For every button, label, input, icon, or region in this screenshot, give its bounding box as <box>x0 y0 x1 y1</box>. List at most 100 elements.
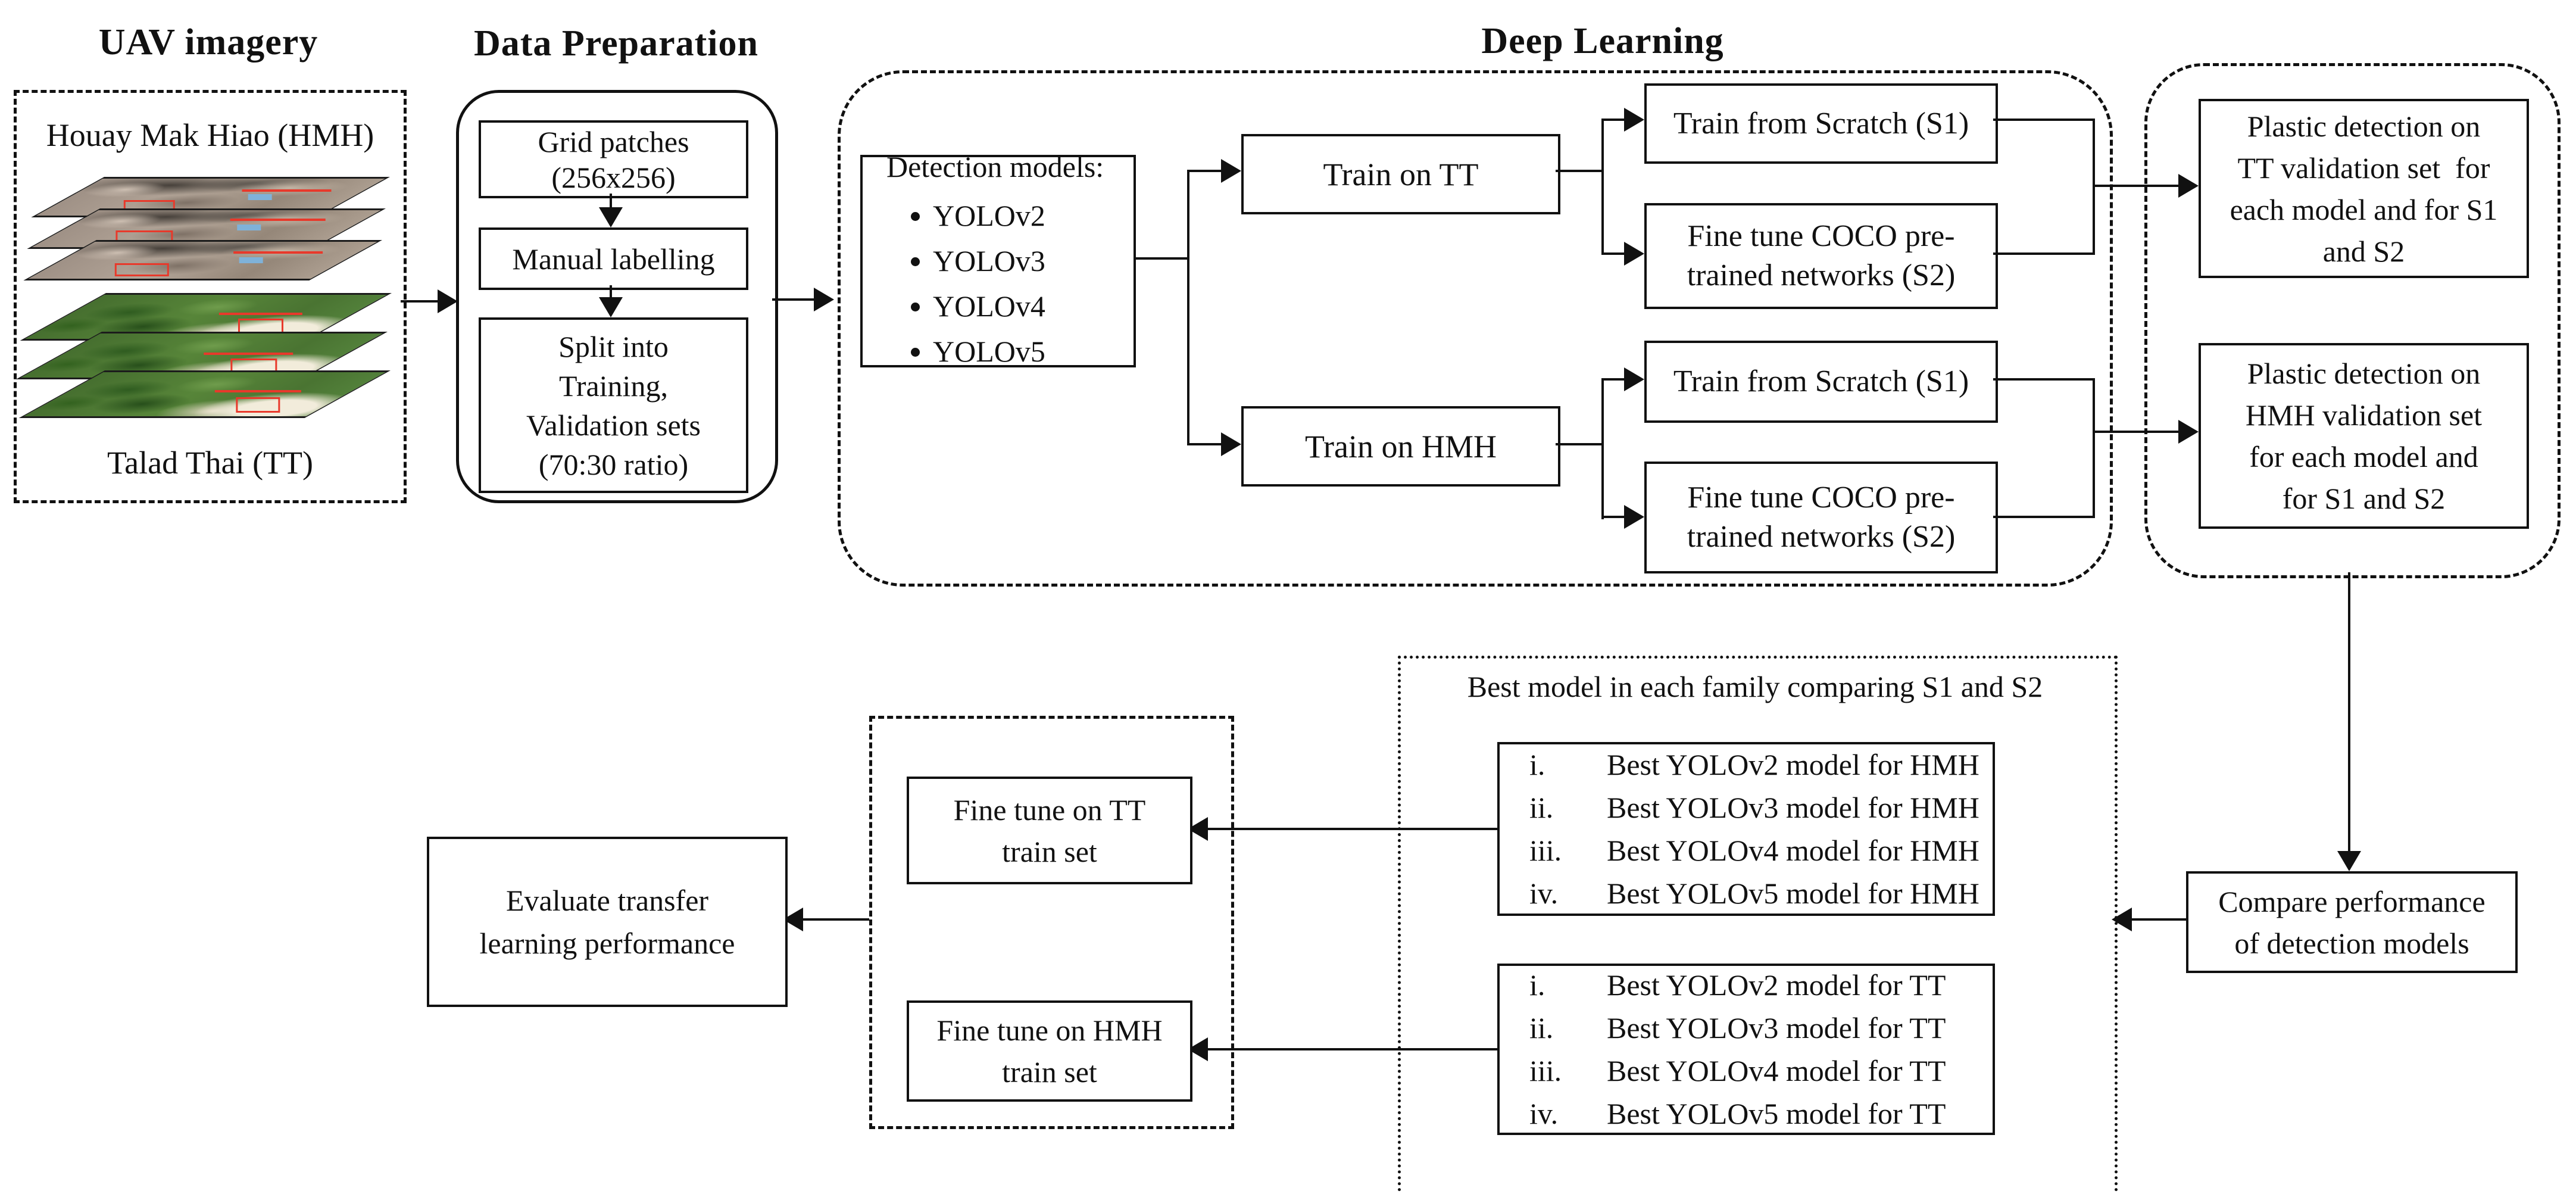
fine-tune-group-box <box>869 716 1234 1129</box>
finetune-coco-s2-hmh-box: Fine tune COCO pre- trained networks (S2… <box>1644 462 1998 573</box>
list-item: iii. Best YOLOv4 model for TT <box>1529 1049 1993 1092</box>
arrowhead-down-icon <box>599 297 623 317</box>
list-label: Best YOLOv5 model for TT <box>1607 1097 1946 1130</box>
arrow-compare-to-bestmodels <box>2132 918 2186 921</box>
list-item: i. Best YOLOv2 model for HMH <box>1529 743 1993 786</box>
connector-tt-vertical <box>1601 119 1604 255</box>
arrow-to-train-hmh <box>1187 443 1221 445</box>
merge-hmh-s1-line <box>1993 378 2095 381</box>
deep-learning-group-box <box>838 70 2113 587</box>
detection-model-item: YOLOv2 <box>933 195 1045 236</box>
annotation-mark <box>248 194 272 200</box>
fine-tune-hmh-box: Fine tune on HMH train set <box>907 1000 1192 1102</box>
list-numeral: iv. <box>1529 877 1559 910</box>
arrowhead-down-icon <box>599 207 623 227</box>
list-label: Best YOLOv2 model for HMH <box>1607 748 1979 781</box>
list-numeral: ii. <box>1529 1011 1554 1045</box>
list-numeral: i. <box>1529 748 1545 781</box>
arrow-dataprep-to-deeplearning <box>772 298 814 301</box>
train-on-hmh-box: Train on HMH <box>1241 406 1560 487</box>
list-item: ii. Best YOLOv3 model for TT <box>1529 1006 1993 1049</box>
list-label: Best YOLOv4 model for TT <box>1607 1054 1946 1087</box>
detection-models-list: YOLOv2 YOLOv3 YOLOv4 YOLOv5 <box>886 191 1045 376</box>
arrow-hmhlist-to-finetune-tt <box>1208 828 1497 830</box>
best-models-hmh-list: i. Best YOLOv2 model for HMH ii. Best YO… <box>1497 742 1995 916</box>
arrow-step2-to-step3 <box>610 285 612 298</box>
connector-branch-vertical <box>1187 170 1189 445</box>
merge-hmh-vertical <box>2093 378 2095 518</box>
tt-site-label: Talad Thai (TT) <box>107 445 314 481</box>
list-label: Best YOLOv2 model for TT <box>1607 968 1946 1002</box>
annotation-mark <box>214 390 301 392</box>
annotation-mark <box>239 257 263 263</box>
arrow-step1-to-step2 <box>610 194 612 209</box>
list-item: iv. Best YOLOv5 model for HMH <box>1529 872 1993 915</box>
arrowhead-right-icon <box>1624 367 1644 391</box>
train-on-tt-box: Train on TT <box>1241 134 1560 214</box>
list-numeral: i. <box>1529 968 1545 1002</box>
arrowhead-right-icon <box>1624 242 1644 266</box>
arrow-to-finetune-tt <box>1601 252 1624 255</box>
arrow-to-finetune-hmh <box>1601 516 1624 518</box>
list-numeral: ii. <box>1529 791 1554 824</box>
arrowhead-right-icon <box>1221 159 1241 183</box>
arrow-validation-to-compare <box>2348 572 2350 851</box>
grid-patches-step: Grid patches (256x256) <box>479 120 748 198</box>
list-numeral: iv. <box>1529 1097 1559 1130</box>
list-label: Best YOLOv3 model for TT <box>1607 1011 1946 1045</box>
arrow-to-train-tt <box>1187 170 1221 172</box>
data-preparation-title: Data Preparation <box>473 23 759 64</box>
fine-tune-tt-box: Fine tune on TT train set <box>907 777 1192 884</box>
list-item: ii. Best YOLOv3 model for HMH <box>1529 786 1993 829</box>
arrow-to-validation-hmh <box>2093 431 2178 433</box>
list-item: i. Best YOLOv2 model for TT <box>1529 964 1993 1006</box>
uav-imagery-group-box: Houay Mak Hiao (HMH) <box>14 90 407 503</box>
arrowhead-right-icon <box>1221 432 1241 456</box>
list-item: iv. Best YOLOv5 model for TT <box>1529 1092 1993 1135</box>
merge-tt-s1-line <box>1993 119 2095 121</box>
best-models-group-box <box>1398 656 2118 1194</box>
list-numeral: iii. <box>1529 834 1562 867</box>
arrowhead-right-icon <box>2178 420 2199 444</box>
evaluate-transfer-learning-box: Evaluate transfer learning performance <box>427 837 788 1007</box>
arrowhead-right-icon <box>1624 505 1644 529</box>
arrow-ttlist-to-finetune-hmh <box>1208 1048 1497 1050</box>
detection-model-item: YOLOv5 <box>933 331 1045 372</box>
arrow-finetune-to-evaluate <box>803 918 869 921</box>
deep-learning-title: Deep Learning <box>1481 21 1724 61</box>
detection-models-heading: Detection models: <box>886 149 1104 183</box>
best-models-tt-list: i. Best YOLOv2 model for TT ii. Best YOL… <box>1497 964 1995 1135</box>
annotation-mark <box>242 189 332 192</box>
arrow-to-scratch-hmh <box>1601 378 1624 381</box>
arrowhead-right-icon <box>2178 174 2199 198</box>
list-item: iii. Best YOLOv4 model for HMH <box>1529 829 1993 872</box>
best-models-title: Best model in each family comparing S1 a… <box>1467 670 2043 703</box>
hmh-site-label: Houay Mak Hiao (HMH) <box>46 117 374 153</box>
detection-models-box: Detection models: YOLOv2 YOLOv3 YOLOv4 Y… <box>860 150 1136 368</box>
compare-performance-box: Compare performance of detection models <box>2186 871 2518 973</box>
arrowhead-right-icon <box>1624 108 1644 132</box>
plastic-detection-hmh-box: Plastic detection on HMH validation set … <box>2199 343 2529 529</box>
arrowhead-down-icon <box>2337 851 2361 871</box>
arrow-to-scratch-tt <box>1601 119 1624 121</box>
annotation-mark <box>114 263 169 276</box>
arrow-to-validation-tt <box>2093 185 2178 187</box>
split-sets-step: Split into Training, Validation sets (70… <box>479 317 748 493</box>
arrowhead-right-icon <box>814 288 834 311</box>
connector-hmh-vertical <box>1601 378 1604 519</box>
annotation-mark <box>233 251 323 254</box>
annotation-mark <box>230 219 326 221</box>
list-label: Best YOLOv5 model for HMH <box>1607 877 1979 910</box>
plastic-detection-tt-box: Plastic detection on TT validation set f… <box>2199 99 2529 278</box>
detection-model-item: YOLOv3 <box>933 241 1045 281</box>
train-scratch-s1-tt-box: Train from Scratch (S1) <box>1644 83 1998 164</box>
annotation-mark <box>218 313 302 315</box>
detection-model-item: YOLOv4 <box>933 286 1045 326</box>
annotation-mark <box>236 397 280 413</box>
validation-group-box <box>2144 63 2561 578</box>
uav-imagery-title: UAV imagery <box>98 22 319 63</box>
list-numeral: iii. <box>1529 1054 1562 1087</box>
connector-detmodels <box>1136 257 1189 260</box>
connector-train-tt <box>1556 170 1604 172</box>
